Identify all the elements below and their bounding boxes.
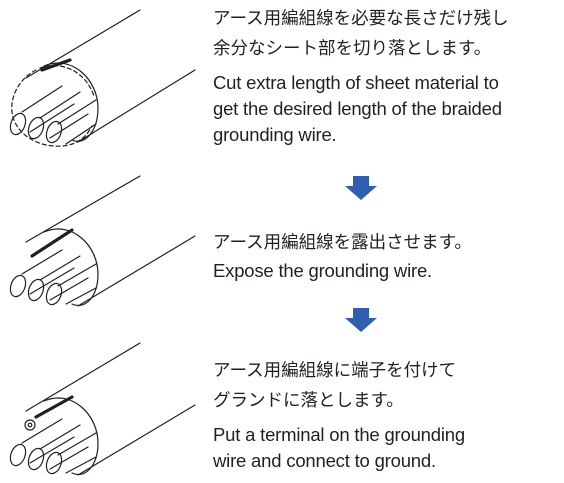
step-3-en-line-2: wire and connect to ground. <box>213 450 436 471</box>
step-2-jp-line-1: アース用編組線を露出させます。 <box>213 233 472 253</box>
step-1-en-line-1: Cut extra length of sheet material to <box>213 72 499 93</box>
step-1-jp-line-2: 余分なシート部を切り落とします。 <box>213 39 492 59</box>
step-3-text: アース用編組線に端子を付けて グランドに落とします。 Put a termina… <box>213 356 563 474</box>
step-2-en-line-1: Expose the grounding wire. <box>213 260 432 281</box>
step-3-jp-line-2: グランドに落とします。 <box>213 391 404 411</box>
cable-cut-sheet-illustration <box>0 0 200 160</box>
down-arrow-icon <box>345 308 377 332</box>
cable-exposed-wire-illustration <box>0 170 200 310</box>
step-1-text: アース用編組線を必要な長さだけ残し 余分なシート部を切り落とします。 Cut e… <box>213 4 563 148</box>
step-1-en-line-2: get the desired length of the braided <box>213 98 502 119</box>
down-arrow-icon <box>345 176 377 200</box>
step-3-jp-line-1: アース用編組線に端子を付けて <box>213 361 457 381</box>
cable-terminal-illustration <box>0 335 200 483</box>
step-1-en-line-3: grounding wire. <box>213 124 337 145</box>
step-1-jp-line-1: アース用編組線を必要な長さだけ残し <box>213 9 509 29</box>
step-2-text: アース用編組線を露出させます。 Expose the grounding wir… <box>213 228 563 284</box>
step-3-en-line-1: Put a terminal on the grounding <box>213 424 465 445</box>
